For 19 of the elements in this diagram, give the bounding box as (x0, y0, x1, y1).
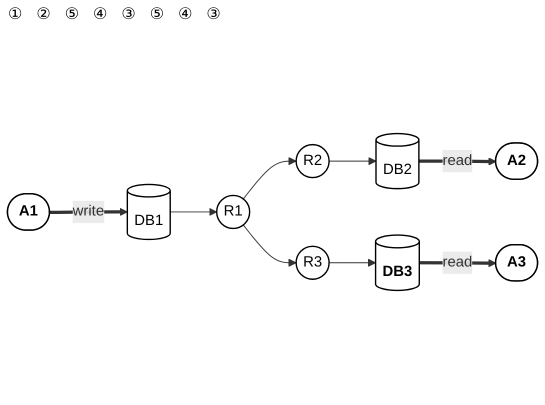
arrow (242, 157, 297, 200)
node-circle: R3 (295, 246, 330, 280)
node-circle: R2 (295, 144, 330, 178)
callout-number: ③ (121, 4, 136, 23)
callout-number: ④ (178, 4, 192, 23)
callout-number: ① (8, 4, 22, 23)
edge-label: write (72, 204, 104, 220)
arrow (242, 224, 297, 267)
callout-number: ④ (93, 4, 108, 23)
edge-label: read (442, 152, 472, 169)
arrow (328, 258, 376, 267)
arrow (328, 157, 376, 166)
callout-number: ③ (206, 4, 221, 23)
callout-number: ⑤ (150, 4, 164, 23)
edge-label: read (442, 254, 472, 270)
arrow (170, 208, 218, 216)
callout-number: ⑤ (64, 4, 80, 23)
node-circle: R1 (216, 194, 250, 230)
callout-number: ② (36, 4, 51, 23)
